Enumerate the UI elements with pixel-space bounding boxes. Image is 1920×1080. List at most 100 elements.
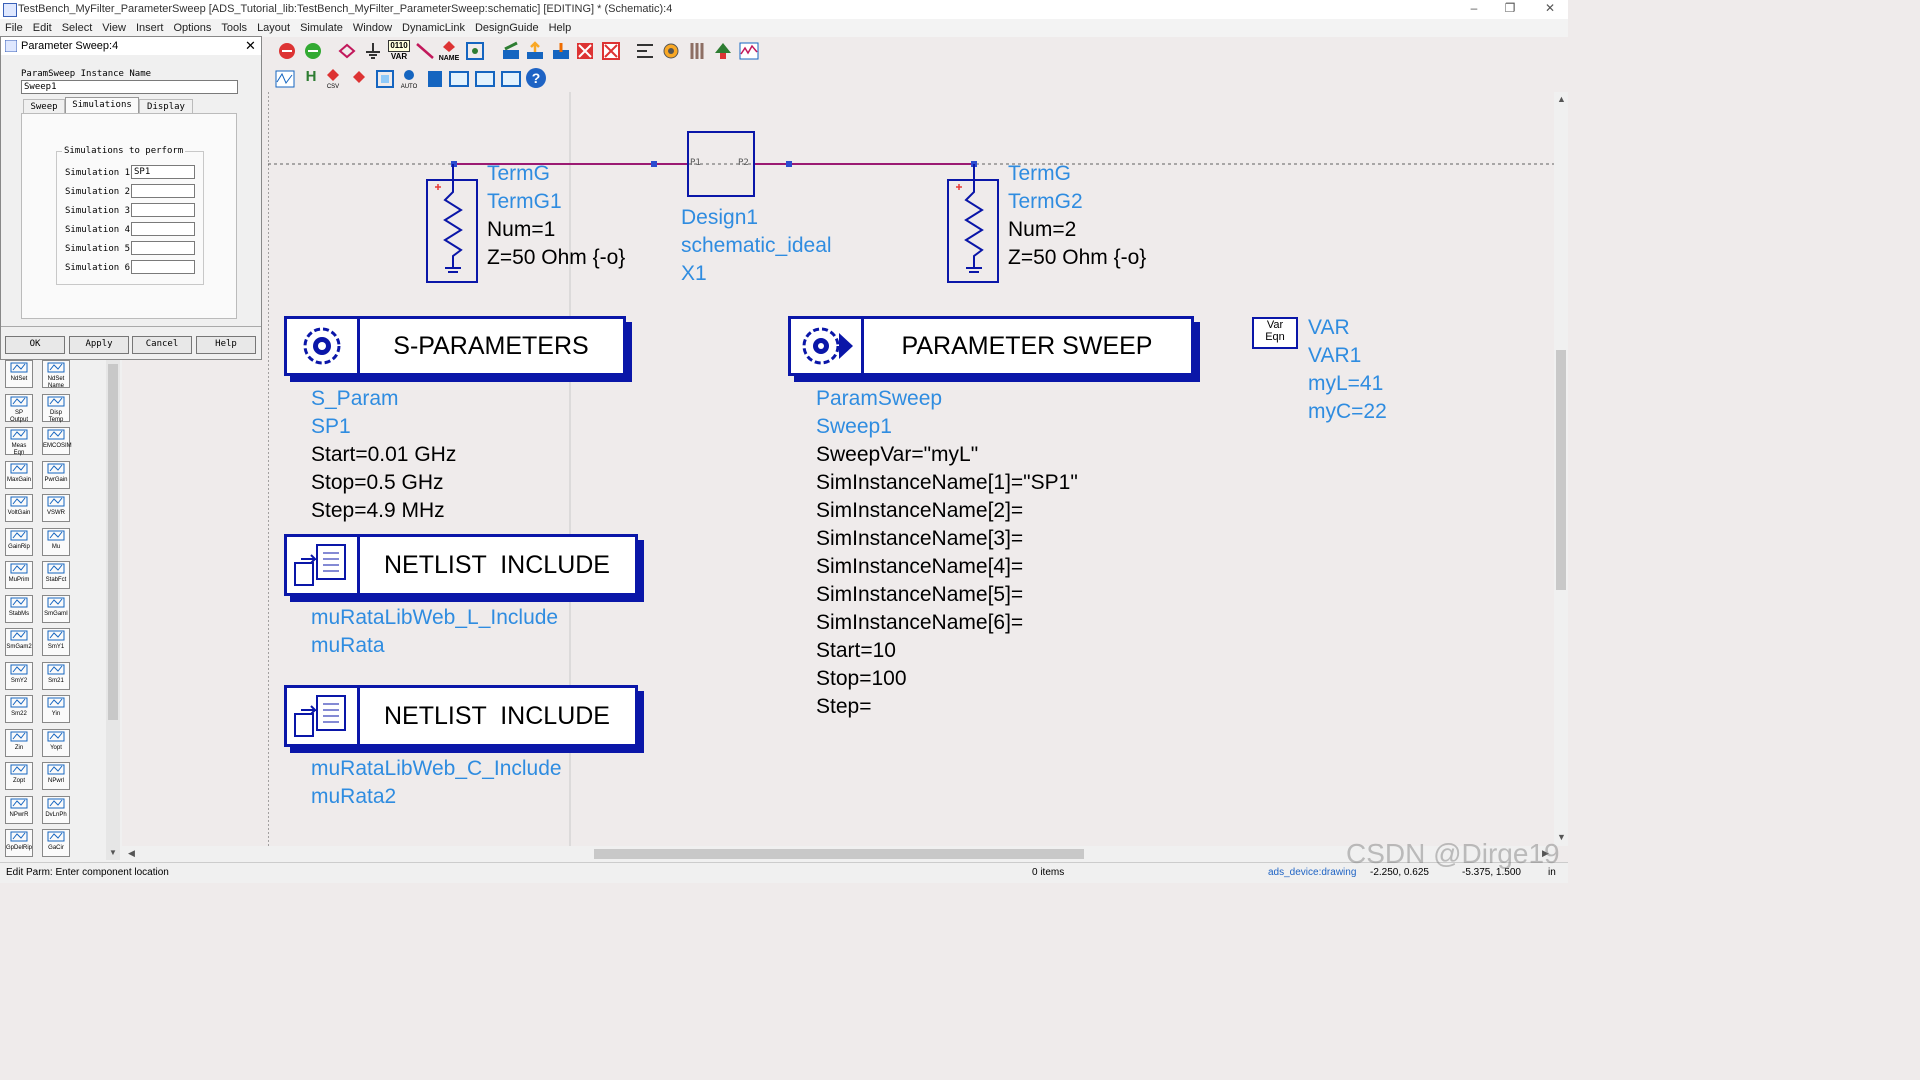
menu-tools[interactable]: Tools	[221, 22, 248, 34]
scroll-up-icon[interactable]: ▲	[1557, 94, 1566, 104]
palette-item[interactable]: StabMs	[5, 594, 33, 623]
h-icon[interactable]: H	[305, 68, 317, 85]
plot-icon[interactable]	[274, 68, 296, 90]
palette-item[interactable]: SmGam2	[5, 628, 33, 656]
sim4-input[interactable]	[131, 222, 195, 236]
tab-sweep[interactable]: Sweep	[23, 99, 65, 115]
palette-item[interactable]: MuPrim	[5, 561, 33, 589]
palette-item[interactable]: NPwrl	[42, 762, 70, 790]
schematic-canvas[interactable]: P1 P2 TermG TermG1 Num=1 Z=50 Ohm {-o} D…	[268, 92, 1554, 846]
sim1-input[interactable]: SP1	[131, 165, 195, 179]
scroll-left-icon[interactable]: ◀	[128, 848, 135, 858]
palette-item[interactable]: SmGamI	[42, 594, 70, 623]
palette-item[interactable]: StabFct	[42, 561, 70, 589]
palette-item[interactable]: GainRip	[5, 527, 33, 556]
palette-item[interactable]: NdSet Name	[42, 360, 70, 389]
palette-item[interactable]: Sm21	[42, 661, 70, 690]
palette-item[interactable]: EMCOSIM	[42, 427, 72, 455]
sim6-input[interactable]	[131, 260, 195, 274]
sim-setup-icon[interactable]	[424, 68, 446, 90]
palette-item[interactable]: DvLnPh	[42, 795, 70, 824]
instance-name-input[interactable]: Sweep1	[21, 80, 238, 94]
apply-button[interactable]: Apply	[69, 336, 129, 354]
netlist-include-component[interactable]: NETLIST INCLUDE	[284, 685, 638, 747]
parameter-sweep-component[interactable]: PARAMETER SWEEP	[788, 316, 1194, 376]
var-eqn-component[interactable]: Var Eqn	[1252, 317, 1298, 349]
palette-item[interactable]: Meas Eqn	[5, 427, 33, 456]
push-hierarchy-icon[interactable]	[500, 40, 522, 62]
usb-icon[interactable]	[474, 68, 496, 90]
display-data-icon[interactable]	[738, 40, 760, 62]
palette-item[interactable]: Zin	[5, 728, 33, 757]
pin-wire-icon[interactable]	[348, 68, 370, 90]
palette-item[interactable]: VoltGain	[5, 494, 33, 522]
ok-button[interactable]: OK	[5, 336, 65, 354]
help-icon[interactable]: ?	[526, 68, 546, 88]
menu-window[interactable]: Window	[352, 22, 393, 34]
palette-item[interactable]: MaxGain	[5, 460, 33, 489]
palette-item[interactable]: PwrGain	[42, 460, 70, 489]
tab-simulations[interactable]: Simulations	[65, 97, 139, 115]
maximize-button[interactable]: ❐	[1504, 1, 1516, 15]
simulate-icon[interactable]	[550, 40, 572, 62]
palette-item[interactable]: SmY2	[5, 661, 33, 690]
pop-hierarchy-icon[interactable]	[524, 40, 546, 62]
help-button[interactable]: Help	[196, 336, 256, 354]
sim5-input[interactable]	[131, 241, 195, 255]
tab-display[interactable]: Display	[139, 99, 193, 115]
gear-icon[interactable]	[660, 40, 682, 62]
menu-designguide[interactable]: DesignGuide	[474, 22, 539, 34]
palette-item[interactable]: Sm22	[5, 695, 33, 723]
port-icon[interactable]	[336, 40, 358, 62]
dialog-close-icon[interactable]: ✕	[245, 38, 256, 53]
sparameters-component[interactable]: S-PARAMETERS	[284, 316, 626, 376]
netlist-include-component[interactable]: NETLIST INCLUDE	[284, 534, 638, 596]
close-window-button[interactable]: ✕	[1544, 1, 1556, 15]
menu-file[interactable]: File	[5, 22, 23, 34]
vertical-scrollbar[interactable]: ▲ ▼	[1554, 92, 1568, 846]
menu-select[interactable]: Select	[61, 22, 93, 34]
sim3-input[interactable]	[131, 203, 195, 217]
menu-edit[interactable]: Edit	[32, 22, 52, 34]
tune-icon[interactable]	[686, 40, 708, 62]
ground-icon[interactable]	[362, 40, 384, 62]
palette-scroll-thumb[interactable]	[108, 364, 118, 720]
minimize-button[interactable]: –	[1470, 1, 1478, 15]
csv-icon[interactable]: CSV	[322, 68, 344, 90]
palette-item[interactable]: Disp Temp	[42, 393, 70, 423]
pcw-icon[interactable]	[448, 68, 470, 90]
auto-icon[interactable]: AUTO	[398, 68, 420, 90]
vertical-scroll-thumb[interactable]	[1556, 350, 1566, 590]
wire-icon[interactable]	[414, 40, 436, 62]
redo-icon[interactable]	[302, 40, 324, 62]
horizontal-scroll-thumb[interactable]	[594, 849, 1084, 859]
menu-view[interactable]: View	[102, 22, 126, 34]
palette-item[interactable]: GaCir	[42, 829, 70, 857]
scroll-right-icon[interactable]: ▶	[1542, 848, 1549, 858]
palette-item[interactable]: Zopt	[5, 762, 33, 790]
palette-item[interactable]: SmY1	[42, 628, 70, 656]
deactivate-icon[interactable]	[574, 40, 596, 62]
menu-options[interactable]: Options	[173, 22, 212, 34]
pin-icon[interactable]	[464, 40, 486, 62]
horizontal-scrollbar[interactable]: ◀ ▶	[122, 846, 1554, 862]
palette-item[interactable]: Mu	[42, 527, 70, 556]
palette-scroll-down-icon[interactable]: ▼	[109, 848, 117, 857]
align-icon[interactable]	[634, 40, 656, 62]
box-icon[interactable]	[374, 68, 396, 90]
name-icon[interactable]: NAME	[438, 40, 460, 62]
palette-item[interactable]: Yin	[42, 695, 70, 723]
scroll-down-icon[interactable]: ▼	[1557, 832, 1566, 842]
palette-scrollbar[interactable]: ▼	[106, 360, 120, 860]
palette-item[interactable]: Yopt	[42, 728, 70, 757]
optimize-icon[interactable]	[712, 40, 734, 62]
menu-dynamiclink[interactable]: DynamicLink	[402, 22, 465, 34]
palette-item[interactable]: VSWR	[42, 494, 70, 522]
palette-item[interactable]: SP Output	[5, 393, 33, 423]
status-layer[interactable]: ads_device:drawing	[1268, 867, 1357, 878]
menu-insert[interactable]: Insert	[135, 22, 164, 34]
menu-layout[interactable]: Layout	[257, 22, 291, 34]
palette-item[interactable]: GpDelRip	[5, 829, 33, 857]
palette-item[interactable]: NPwrR	[5, 795, 33, 824]
sim2-input[interactable]	[131, 184, 195, 198]
